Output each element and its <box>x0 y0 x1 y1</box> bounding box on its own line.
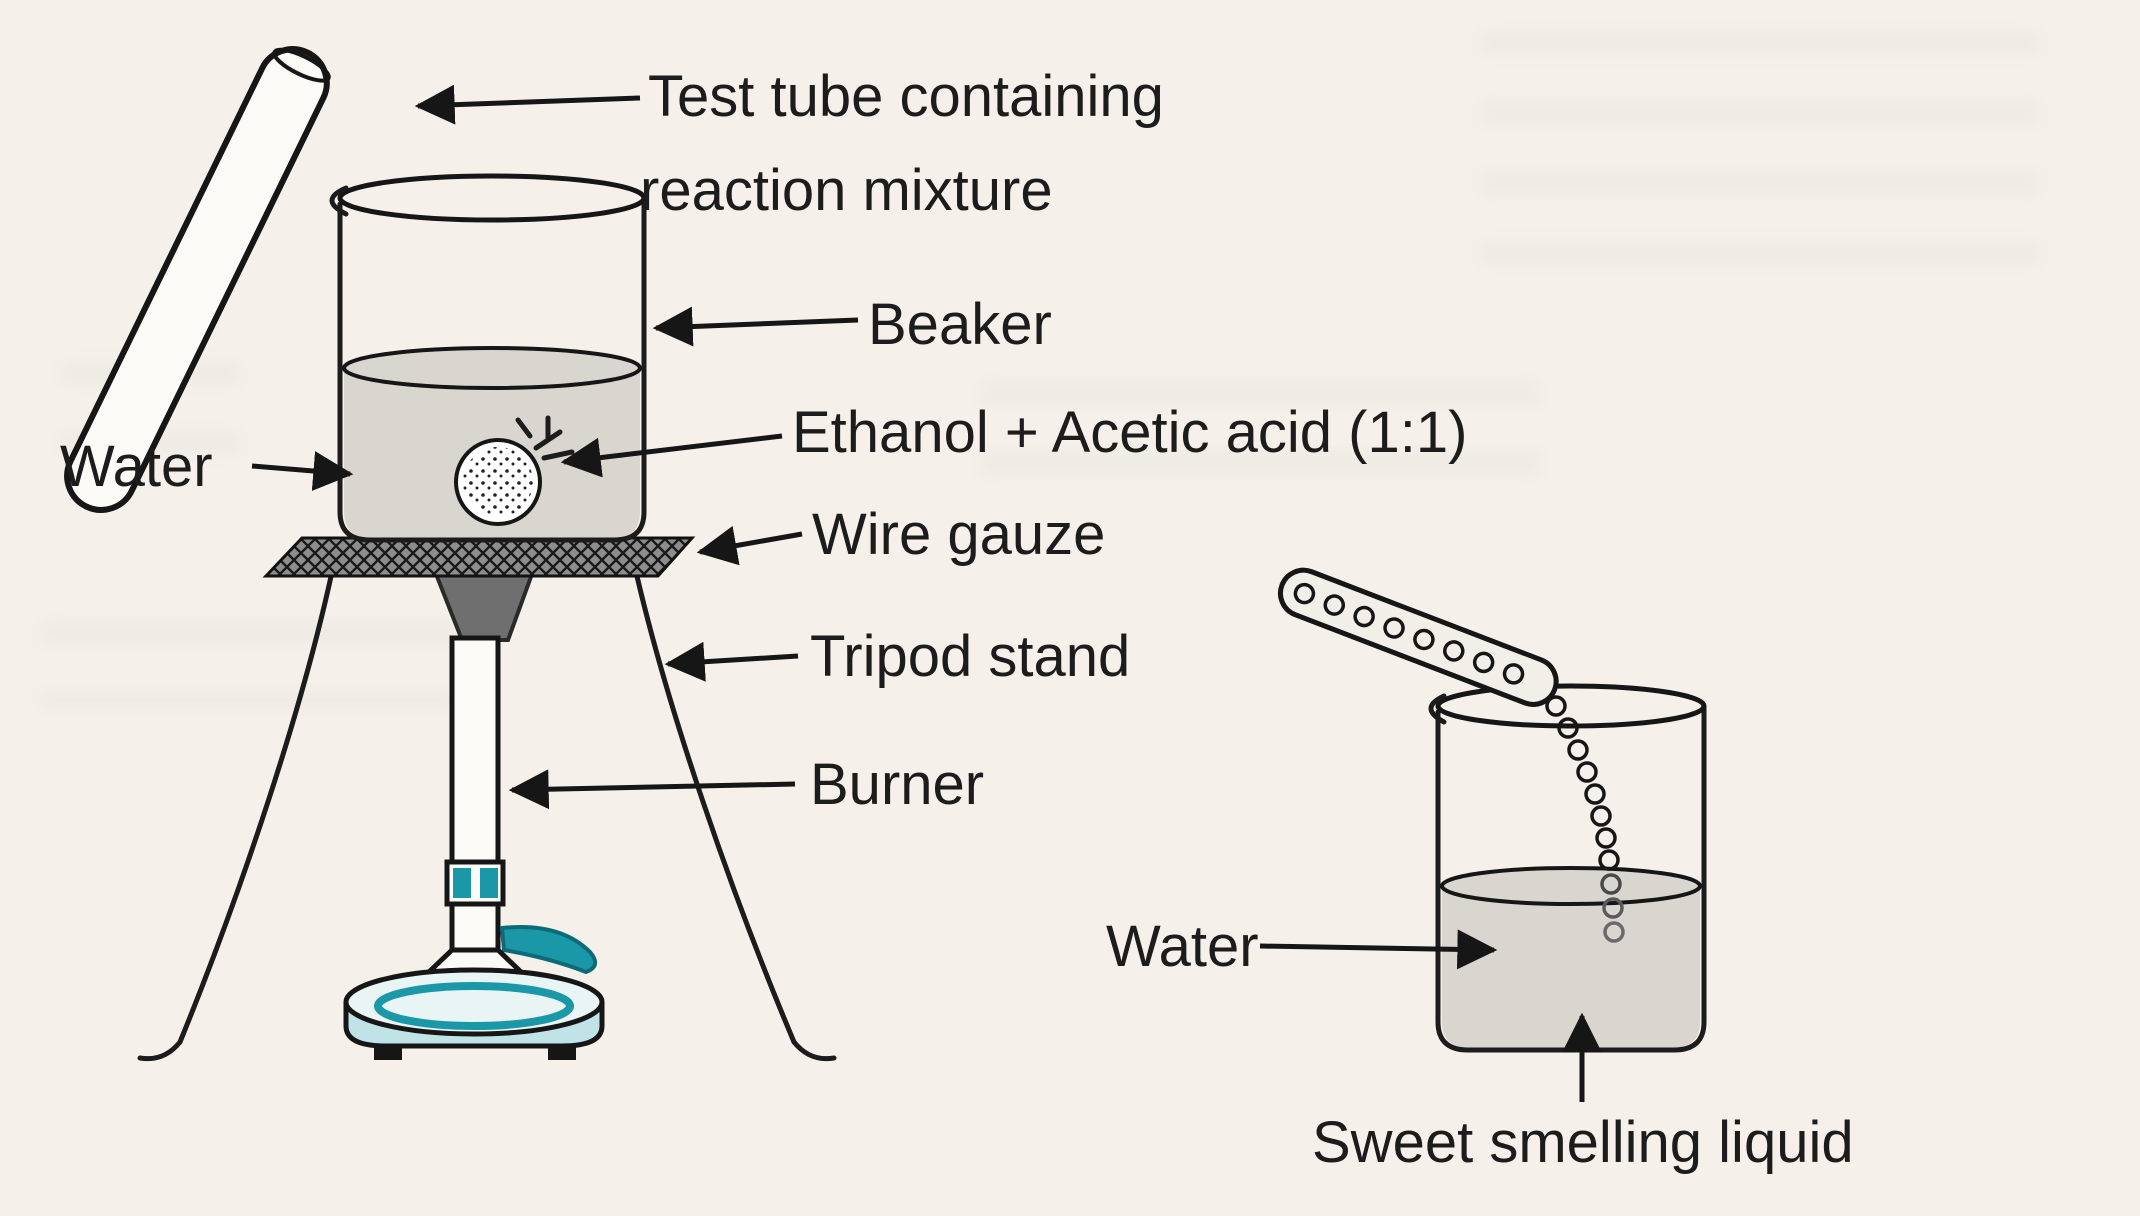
arrow-wire-gauze <box>696 525 803 566</box>
right-beaker-water <box>1442 868 1700 1048</box>
scan-artifact <box>40 620 460 710</box>
right-beaker-spout <box>1428 693 1447 725</box>
splash-spikes <box>515 415 575 461</box>
label-burner: Burner <box>810 752 984 817</box>
drop-circle <box>1584 783 1606 805</box>
burner-base-band <box>374 982 574 1030</box>
tripod-left-leg <box>177 569 335 1045</box>
label-wire-gauze: Wire gauze <box>812 502 1105 567</box>
label-tripod-stand: Tripod stand <box>810 624 1130 689</box>
burner-air-vent <box>453 868 471 898</box>
burner-foot <box>548 1044 576 1060</box>
arrow-tripod <box>664 641 799 682</box>
drop-circle <box>1545 695 1567 717</box>
drop-circle <box>1603 921 1625 943</box>
drop-circle <box>1600 873 1622 895</box>
tripod-right-leg <box>633 569 797 1045</box>
drop-circle <box>1576 761 1598 783</box>
arrow-ethanol <box>560 433 783 478</box>
pour-stream <box>1545 695 1625 943</box>
tripod-left-foot <box>137 1039 183 1062</box>
label-water-right: Water <box>1106 914 1259 979</box>
arrow-water-right <box>1259 929 1498 970</box>
label-test-tube-line1: Test tube containing <box>648 64 1164 129</box>
burner-gas-valve-handle <box>499 925 598 975</box>
left-beaker-outline <box>337 193 647 543</box>
burner-lower-stem <box>449 901 501 955</box>
tripod-right-foot <box>791 1039 837 1062</box>
drop-circle <box>1595 827 1617 849</box>
label-beaker: Beaker <box>868 292 1052 357</box>
burner-top-flame-spreader <box>433 572 535 642</box>
right-beaker-rim <box>1435 683 1707 729</box>
drop-circle <box>1602 897 1624 919</box>
scan-artifact <box>980 380 1540 500</box>
burner-air-vent <box>480 868 498 898</box>
wire-gauze <box>262 536 696 578</box>
scan-artifact <box>1480 30 2040 290</box>
label-sweet-smelling-liquid: Sweet smelling liquid <box>1312 1110 1854 1175</box>
label-test-tube-line2: reaction mixture <box>640 158 1053 223</box>
arrow-beaker <box>652 306 859 347</box>
left-water-surface <box>342 346 642 390</box>
burner-foot <box>374 1044 402 1060</box>
callout-arrows <box>251 84 1602 1102</box>
left-beaker-rim <box>337 173 647 223</box>
label-water-left: Water <box>60 434 213 499</box>
left-beaker-spout <box>329 185 349 217</box>
right-beaker <box>1428 683 1707 1053</box>
burner <box>343 572 605 1060</box>
labels: Test tube containing reaction mixture Be… <box>60 64 1854 1175</box>
test-tube-mouth <box>272 47 331 83</box>
drop-circle <box>1567 739 1589 761</box>
pouring-test-tube <box>1277 567 1559 707</box>
mixture-stipple <box>463 447 533 517</box>
drop-circle <box>1557 717 1579 739</box>
reaction-mixture-blob <box>454 415 575 526</box>
label-ethanol-acetic: Ethanol + Acetic acid (1:1) <box>792 400 1467 465</box>
burner-barrel <box>449 635 501 867</box>
arrow-water-left <box>251 451 354 491</box>
tripod-stand <box>137 569 837 1062</box>
test-tube-body <box>64 46 330 513</box>
drop-circle <box>1598 849 1620 871</box>
drop-circle <box>1590 805 1612 827</box>
arrow-burner <box>508 769 796 810</box>
pouring-tube-chain <box>1293 582 1525 685</box>
test-tube <box>64 46 331 513</box>
right-water-surface <box>1440 866 1702 906</box>
arrow-test-tube <box>414 84 641 125</box>
pouring-tube-body <box>1277 567 1559 707</box>
